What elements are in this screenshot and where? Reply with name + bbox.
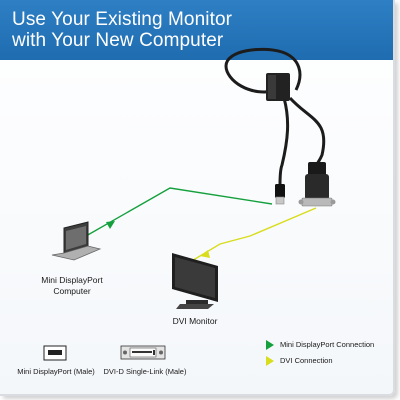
- page-title: Use Your Existing Monitor with Your New …: [12, 9, 232, 51]
- legend-mini-displayport-connection: Mini DisplayPort Connection: [280, 340, 375, 349]
- title-line-1: Use Your Existing Monitor: [12, 9, 233, 30]
- mini-displayport-plug-icon: [275, 184, 285, 205]
- legend-dvi-connection: DVI Connection: [280, 356, 333, 365]
- dvi-connection-line: [189, 207, 317, 263]
- legend-yellow-arrow-icon: [266, 356, 274, 366]
- title-line-2: with Your New Computer: [12, 30, 224, 51]
- mini-displayport-connector-label: Mini DisplayPort (Male): [17, 367, 95, 376]
- laptop-icon: [51, 221, 102, 261]
- legend-green-arrow-icon: [266, 340, 274, 350]
- monitor-icon: [172, 253, 218, 309]
- header-banner: [0, 0, 393, 60]
- mini-displayport-connector-icon: [43, 345, 67, 361]
- dvi-connector-icon: [120, 345, 166, 360]
- dvi-plug-icon: [298, 162, 336, 207]
- adapter-box-icon: [266, 73, 290, 101]
- dvi-connector-label: DVI-D Single-Link (Male): [103, 367, 187, 376]
- mini-displayport-connection-line: [85, 187, 273, 237]
- computer-label-line-2: Computer: [53, 286, 91, 296]
- computer-label-line-1: Mini DisplayPort: [41, 275, 103, 285]
- monitor-label: DVI Monitor: [172, 316, 218, 326]
- computer-label: Mini DisplayPort Computer: [28, 275, 116, 297]
